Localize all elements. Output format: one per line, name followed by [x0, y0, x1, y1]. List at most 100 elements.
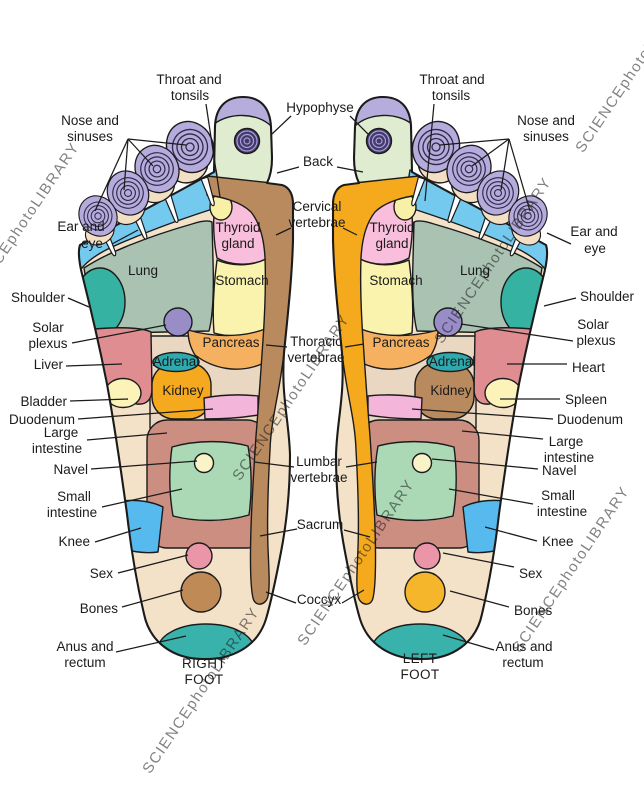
leader-throat-left-foot — [424, 103, 435, 202]
big-toe-spiral — [365, 127, 393, 155]
leader-duodenum-left — [77, 408, 214, 420]
caption-right-foot: RIGHT — [182, 656, 226, 671]
leader-knee-right — [484, 526, 538, 542]
label-navel-lf: Navel — [542, 463, 577, 478]
label-ear-eye-rf: Ear and — [57, 219, 104, 234]
leader-lumbar-left — [253, 461, 295, 468]
zone-label-stomach-lf: Stomach — [369, 273, 422, 288]
leader-thoracic-right — [344, 343, 365, 348]
label-nose-sinuses-rf: sinuses — [67, 129, 113, 144]
leader-back-left — [276, 166, 300, 174]
leader-back-right — [336, 166, 364, 173]
leader-cervical-left — [275, 227, 292, 236]
zone-label-kidney-lf: Kidney — [430, 383, 472, 398]
leader-sex-left — [117, 554, 189, 574]
leader-bladder — [69, 398, 129, 402]
leader-hypophyse-left — [271, 115, 292, 135]
leader-anus-left — [115, 635, 187, 653]
label-small-intestine-rf: Small — [57, 489, 91, 504]
zone-label-thyroid-rf: Thyroid — [215, 220, 260, 235]
leader-shoulder-left — [67, 297, 90, 308]
zone-label-adrenal-lf: Adrenal — [429, 354, 476, 369]
leader-solar-right — [460, 323, 574, 342]
leader-navel-right — [431, 458, 539, 470]
leader-lumbar-right — [345, 461, 378, 468]
label-cervical: Cervical — [293, 199, 342, 214]
zone-sex — [185, 542, 213, 570]
leader-nose-7 — [500, 138, 510, 191]
label-cervical: vertebrae — [288, 215, 345, 230]
leader-hypophyse-right — [349, 115, 370, 136]
leader-navel-left — [90, 460, 198, 470]
label-large-intestine-lf: Large — [549, 434, 584, 449]
label-bones-rf: Bones — [80, 601, 119, 616]
label-large-intestine-rf: Large — [44, 425, 79, 440]
caption-right-foot: FOOT — [184, 672, 223, 687]
leader-bones-right — [449, 590, 510, 608]
label-coccyx: Coccyx — [297, 592, 342, 607]
zone-labels: Lung Lung Thyroid gland Thyroid gland St… — [128, 220, 490, 398]
watermark-text: SCIENCEphotoLIBRARY — [572, 0, 644, 156]
label-knee-rf: Knee — [58, 534, 90, 549]
label-throat-tonsils-rf: tonsils — [171, 88, 210, 103]
leader-knee-left — [94, 527, 142, 543]
label-large-intestine-rf: intestine — [32, 441, 82, 456]
label-throat-tonsils-rf: Throat and — [156, 72, 221, 87]
leader-bones-left — [121, 589, 184, 608]
zone-label-stomach-rf: Stomach — [215, 273, 268, 288]
leader-ear-eye-left — [111, 229, 139, 245]
leader-coccyx-right — [341, 589, 365, 604]
big-toe-spiral — [233, 127, 261, 155]
leader-shoulder-right — [543, 297, 577, 307]
leader-sex-right — [442, 552, 515, 568]
label-sacrum: Sacrum — [297, 517, 344, 532]
label-spleen: Spleen — [565, 392, 607, 407]
label-liver: Liver — [34, 357, 64, 372]
leader-liver — [65, 363, 123, 367]
label-small-intestine-lf: Small — [541, 488, 575, 503]
caption-left-foot: FOOT — [400, 667, 439, 682]
label-small-intestine-rf: intestine — [47, 505, 97, 520]
zone-duodenum — [367, 394, 423, 420]
label-hypophyse: Hypophyse — [286, 100, 354, 115]
leader-duodenum-right — [411, 408, 554, 420]
leader-ear-eye-right — [546, 232, 572, 245]
zone-label-kidney-rf: Kidney — [162, 383, 204, 398]
label-solar-plexus-rf: plexus — [28, 336, 67, 351]
leader-small-intestine-right — [448, 488, 534, 505]
leader-throat-right-foot — [205, 103, 221, 198]
label-bladder: Bladder — [20, 394, 67, 409]
captions: RIGHT FOOT LEFT FOOT — [182, 651, 439, 687]
leader-sacrum-right — [343, 529, 371, 538]
zone-label-pancreas-lf: Pancreas — [372, 335, 429, 350]
zone-label-lung-lf: Lung — [460, 263, 490, 278]
zone-solar-plexus — [163, 307, 193, 337]
zone-sex — [413, 542, 441, 570]
zone-label-pancreas-rf: Pancreas — [202, 335, 259, 350]
label-shoulder-rf: Shoulder — [11, 290, 66, 305]
leader-lines — [65, 103, 577, 653]
label-thoracic: Thoracic — [290, 334, 342, 349]
label-throat-tonsils-lf: tonsils — [432, 88, 471, 103]
label-nose-sinuses-lf: Nose and — [517, 113, 575, 128]
label-thoracic: vertebrae — [287, 350, 344, 365]
leader-nose-3 — [123, 138, 129, 191]
label-shoulder-lf: Shoulder — [580, 289, 635, 304]
zone-label-thyroid-lf: Thyroid — [369, 220, 414, 235]
label-solar-plexus-rf: Solar — [32, 320, 64, 335]
zone-stomach — [359, 258, 414, 337]
label-anus-rectum-rf: rectum — [64, 655, 105, 670]
label-ear-eye-rf: eye — [81, 236, 103, 251]
label-nose-sinuses-lf: sinuses — [523, 129, 569, 144]
label-back: Back — [303, 154, 333, 169]
label-lumbar: vertebrae — [290, 470, 347, 485]
label-lumbar: Lumbar — [296, 454, 342, 469]
label-nose-sinuses-rf: Nose and — [61, 113, 119, 128]
label-throat-tonsils-lf: Throat and — [419, 72, 484, 87]
outer-labels: Throat and tonsils Throat and tonsils No… — [9, 72, 635, 670]
zone-label-thyroid-lf: gland — [375, 236, 408, 251]
label-heart: Heart — [572, 360, 605, 375]
label-sex-lf: Sex — [519, 566, 543, 581]
